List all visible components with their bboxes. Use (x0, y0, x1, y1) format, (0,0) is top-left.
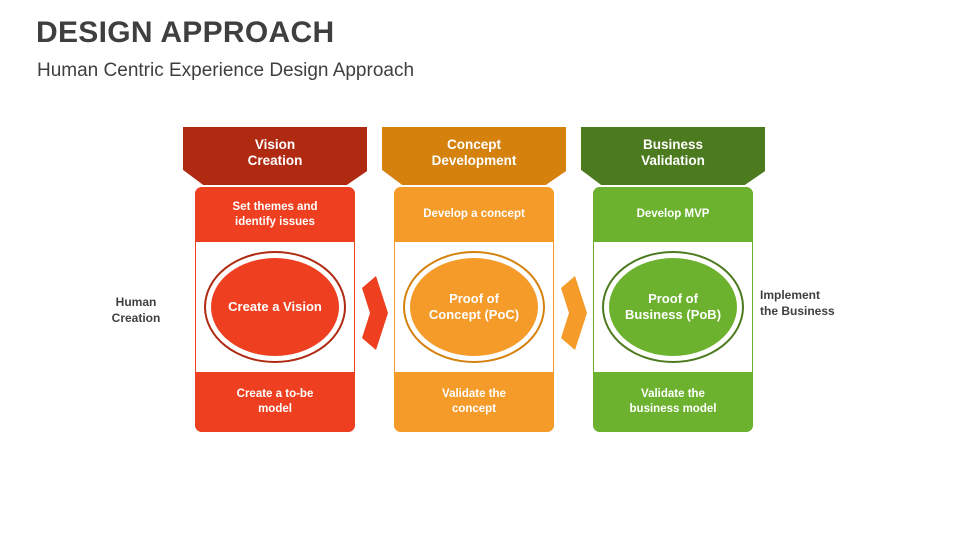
stage-ellipse-core[interactable]: Create a Vision (211, 258, 339, 356)
stage-ellipse-area: Proof of Concept (PoC) (394, 242, 554, 372)
chevron-right-icon (561, 276, 587, 350)
stage-card-business-validation: Develop MVP Proof of Business (PoB) Vali… (593, 187, 753, 432)
stage-bottom-band[interactable]: Validate the concept (394, 372, 554, 432)
stage-top-band[interactable]: Set themes and identify issues (195, 187, 355, 242)
stage-banner-label: Vision Creation (247, 136, 303, 168)
stage-ellipse-core[interactable]: Proof of Concept (PoC) (410, 258, 538, 356)
stage-ellipse-label: Create a Vision (228, 298, 322, 314)
stage-top-band[interactable]: Develop a concept (394, 187, 554, 242)
stage-ellipse-ring: Create a Vision (204, 251, 346, 363)
stage-top-band[interactable]: Develop MVP (593, 187, 753, 242)
stage-banner-label: Concept Development (431, 136, 517, 168)
stage-banner-concept-development[interactable]: Concept Development (382, 127, 566, 185)
page-subtitle: Human Centric Experience Design Approach (37, 60, 415, 81)
stage-ellipse-label: Proof of Business (PoB) (624, 290, 722, 322)
chevron-right-icon (362, 276, 388, 350)
stage-banner-business-validation[interactable]: Business Validation (581, 127, 765, 185)
arrow-stage1-to-stage2 (362, 276, 388, 350)
caption-human-creation: Human Creation (111, 295, 161, 325)
stage-banner-label: Business Validation (641, 136, 705, 168)
stage-card-concept-development: Develop a concept Proof of Concept (PoC)… (394, 187, 554, 432)
page-title: DESIGN APPROACH (36, 16, 335, 49)
stage-ellipse-label: Proof of Concept (PoC) (428, 290, 520, 322)
stage-ellipse-area: Proof of Business (PoB) (593, 242, 753, 372)
stage-ellipse-ring: Proof of Business (PoB) (602, 251, 744, 363)
stage-column-vision-creation: Vision Creation Set themes and identify … (183, 127, 367, 432)
stage-ellipse-ring: Proof of Concept (PoC) (403, 251, 545, 363)
stage-column-concept-development: Concept Development Develop a concept Pr… (382, 127, 566, 432)
stage-bottom-band[interactable]: Validate the business model (593, 372, 753, 432)
stage-ellipse-area: Create a Vision (195, 242, 355, 372)
arrow-stage2-to-stage3 (561, 276, 587, 350)
stage-bottom-band[interactable]: Create a to-be model (195, 372, 355, 432)
stage-banner-vision-creation[interactable]: Vision Creation (183, 127, 367, 185)
stage-column-business-validation: Business Validation Develop MVP Proof of… (581, 127, 765, 432)
stage-ellipse-core[interactable]: Proof of Business (PoB) (609, 258, 737, 356)
caption-implement-the-business: Implement the Business (760, 288, 835, 318)
stage-card-vision-creation: Set themes and identify issues Create a … (195, 187, 355, 432)
